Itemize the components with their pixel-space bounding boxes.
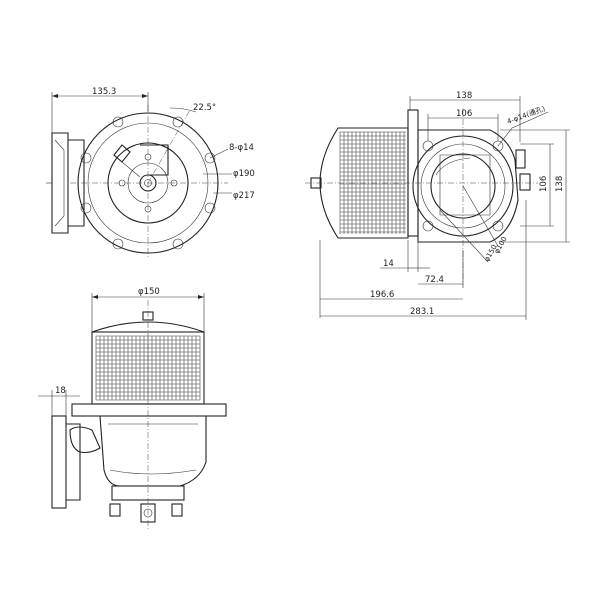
- front-view: [46, 92, 232, 258]
- dim-side-flange-thk: 14: [383, 259, 394, 269]
- dim-front-pcd: φ190: [233, 169, 255, 179]
- dim-side-total-len: 283.1: [410, 307, 434, 317]
- dim-front-holes: 8-φ14: [229, 143, 254, 153]
- dim-side-flange-width: 138: [456, 91, 472, 101]
- dim-side-bolts: 4-φ14(通孔): [506, 104, 547, 126]
- dim-front-width: 135.3: [92, 87, 116, 97]
- side-strainer-mesh: [339, 131, 406, 234]
- dim-side-height-inner: 106: [539, 176, 549, 192]
- dim-side-inner-width: 106: [456, 109, 472, 119]
- dim-bottom-strainer: φ150: [138, 287, 160, 297]
- dim-front-angle: 22.5°: [193, 103, 216, 113]
- side-view: [305, 96, 570, 320]
- bottom-view: [38, 293, 227, 530]
- dim-side-height-outer: 138: [555, 176, 565, 192]
- dim-bottom-flange-thk: 18: [55, 386, 66, 396]
- dim-side-body-len: 196.6: [370, 290, 394, 300]
- dim-side-offset: 72.4: [425, 275, 444, 285]
- dim-front-flange: φ217: [233, 191, 255, 201]
- bottom-strainer-mesh: [95, 335, 201, 401]
